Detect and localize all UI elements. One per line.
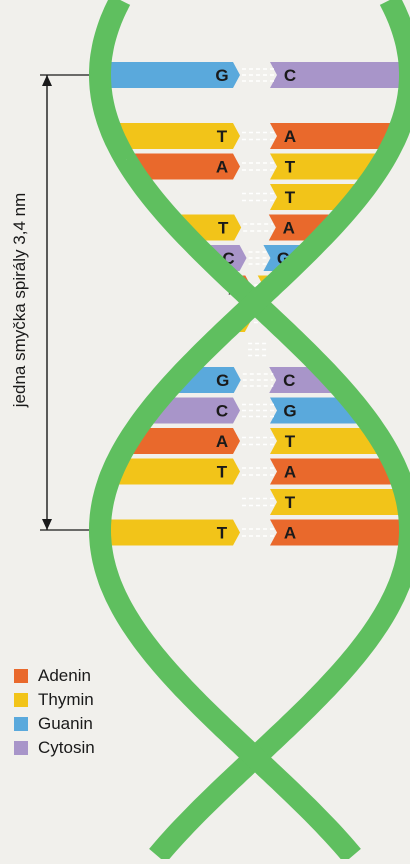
- base-letter: C: [284, 66, 296, 85]
- base-letter: T: [217, 463, 228, 482]
- base-letter: A: [284, 127, 296, 146]
- legend-swatch-thymine: [14, 693, 28, 707]
- base-pair: T: [242, 489, 407, 515]
- legend-item-cytosine: Cytosin: [14, 736, 95, 760]
- scale-arrow-up: [42, 75, 52, 86]
- base-letter: A: [216, 158, 228, 177]
- base-letter: A: [284, 524, 296, 543]
- base-letter: T: [285, 158, 296, 177]
- helix-turn-label: jedna smyčka spirály 3,4 nm: [10, 193, 30, 407]
- legend-item-adenine: Adenin: [14, 664, 95, 688]
- legend-swatch-adenine: [14, 669, 28, 683]
- base-letter: A: [216, 432, 228, 451]
- legend-label-thymine: Thymin: [38, 690, 94, 710]
- legend-label-guanine: Guanin: [38, 714, 93, 734]
- base-letter: G: [216, 371, 229, 390]
- scale-arrow-down: [42, 519, 52, 530]
- base-letter: C: [216, 402, 228, 421]
- legend-item-thymine: Thymin: [14, 688, 95, 712]
- legend: Adenin Thymin Guanin Cytosin: [14, 664, 95, 760]
- legend-swatch-guanine: [14, 717, 28, 731]
- base-letter: T: [285, 432, 296, 451]
- base-letter: A: [283, 219, 295, 238]
- legend-label-cytosine: Cytosin: [38, 738, 95, 758]
- legend-label-adenine: Adenin: [38, 666, 91, 686]
- legend-swatch-cytosine: [14, 741, 28, 755]
- helix-turn-scale: [40, 75, 106, 530]
- base-letter: T: [218, 219, 229, 238]
- base-pair: [248, 344, 268, 356]
- base-letter: G: [283, 402, 296, 421]
- legend-item-guanine: Guanin: [14, 712, 95, 736]
- base-letter: C: [283, 371, 295, 390]
- base-letter: T: [217, 127, 228, 146]
- base-letter: T: [285, 493, 296, 512]
- base-letter: A: [284, 463, 296, 482]
- base-letter: T: [217, 524, 228, 543]
- base-letter: G: [215, 66, 228, 85]
- base-letter: T: [285, 188, 296, 207]
